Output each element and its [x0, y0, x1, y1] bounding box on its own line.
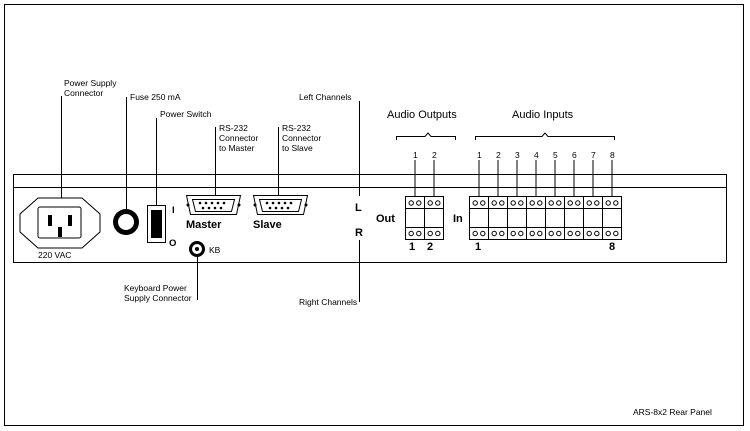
input-terminal-7: [583, 160, 603, 240]
output-number-1: 1: [413, 150, 418, 160]
input-number-4: 4: [534, 150, 539, 160]
power-switch-label: Power Switch: [160, 109, 212, 119]
inputs-brace: [475, 132, 615, 140]
input-terminal-4: [526, 160, 546, 240]
rs232-slave-label: RS-232 Connector to Slave: [282, 123, 324, 153]
input-terminal-6: [564, 160, 584, 240]
audio-outputs-block: [405, 160, 444, 240]
input-number-7: 7: [591, 150, 596, 160]
master-db9-icon: [185, 195, 242, 215]
slave-db9-icon: [252, 195, 309, 215]
input-number-8: 8: [610, 150, 615, 160]
left-channels-label: Left Channels: [299, 92, 351, 102]
input-number-1: 1: [477, 150, 482, 160]
slave-label: Slave: [253, 219, 282, 231]
rear-panel: [13, 174, 727, 263]
fuse-icon: [113, 209, 139, 235]
out-bottom-2: 2: [427, 241, 433, 253]
power-switch-icon: [147, 205, 166, 243]
outputs-brace: [396, 132, 456, 140]
audio-outputs-label: Audio Outputs: [387, 109, 457, 121]
audio-inputs-block: [469, 160, 622, 240]
switch-on-label: I: [172, 205, 175, 216]
input-number-6: 6: [572, 150, 577, 160]
master-label: Master: [186, 219, 222, 231]
power-supply-label: Power Supply Connector: [64, 78, 119, 98]
input-terminal-8: [602, 160, 622, 240]
left-channel-letter: L: [355, 202, 362, 214]
input-terminal-3: [507, 160, 527, 240]
in-bottom-last: 8: [609, 241, 615, 253]
kb-label: KB: [209, 245, 221, 255]
power-connector-icon: [19, 197, 101, 249]
input-terminal-1: [469, 160, 489, 240]
out-bottom-1: 1: [409, 241, 415, 253]
in-bottom-first: 1: [475, 241, 481, 253]
rs232-master-label: RS-232 Connector to Master: [219, 123, 261, 153]
output-terminal-1: [405, 160, 425, 240]
right-channels-label: Right Channels: [299, 297, 357, 307]
keyboard-power-label: Keyboard Power Supply Connector: [124, 283, 192, 303]
out-label: Out: [376, 213, 395, 225]
audio-inputs-label: Audio Inputs: [512, 109, 574, 121]
input-number-2: 2: [496, 150, 501, 160]
kb-jack-icon: [189, 241, 205, 257]
right-channel-letter: R: [355, 227, 363, 239]
input-terminal-2: [488, 160, 508, 240]
output-terminal-2: [424, 160, 444, 240]
input-number-3: 3: [515, 150, 520, 160]
switch-off-label: O: [169, 238, 176, 249]
in-label: In: [453, 213, 463, 225]
caption: ARS-8x2 Rear Panel: [633, 407, 712, 417]
vac-label: 220 VAC: [38, 250, 71, 260]
output-number-2: 2: [432, 150, 437, 160]
input-terminal-5: [545, 160, 565, 240]
input-number-5: 5: [553, 150, 558, 160]
inputs-top-numbers: 1 2 3 4 5 6 7 8: [477, 150, 615, 160]
outer-frame: [4, 4, 744, 426]
fuse-label: Fuse 250 mA: [130, 92, 181, 102]
